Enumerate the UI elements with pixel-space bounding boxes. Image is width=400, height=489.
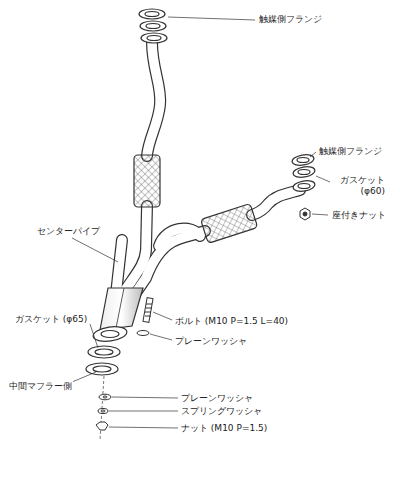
part-label: ガスケット (φ65) [14,314,88,325]
part-label: ガスケット (φ60) [332,175,386,198]
leader-lines [60,17,330,428]
part-label: 中間マフラー側 [8,381,73,392]
flanges [86,9,316,375]
lower-hardware [96,394,111,430]
part-label: ボルト (M10 P=1.5 L=40) [174,316,289,327]
part-label: センターパイプ [36,226,101,237]
bolt [137,298,153,336]
part-label: 座付きナット [331,210,387,221]
part-label: プレーンワッシャ [174,336,248,347]
part-label: ナット (M10 P=1.5) [180,423,268,434]
part-label: 触媒側フランジ [318,146,383,157]
flex-pipe [201,204,258,244]
part-label: プレーンワッシャ [180,393,254,404]
pipes [116,42,300,294]
part-label: 触媒側フランジ [258,14,323,25]
seat-nut [300,208,310,220]
collector [100,288,143,330]
part-label: スプリングワッシャ [180,406,263,417]
flex-pipe [134,155,160,207]
